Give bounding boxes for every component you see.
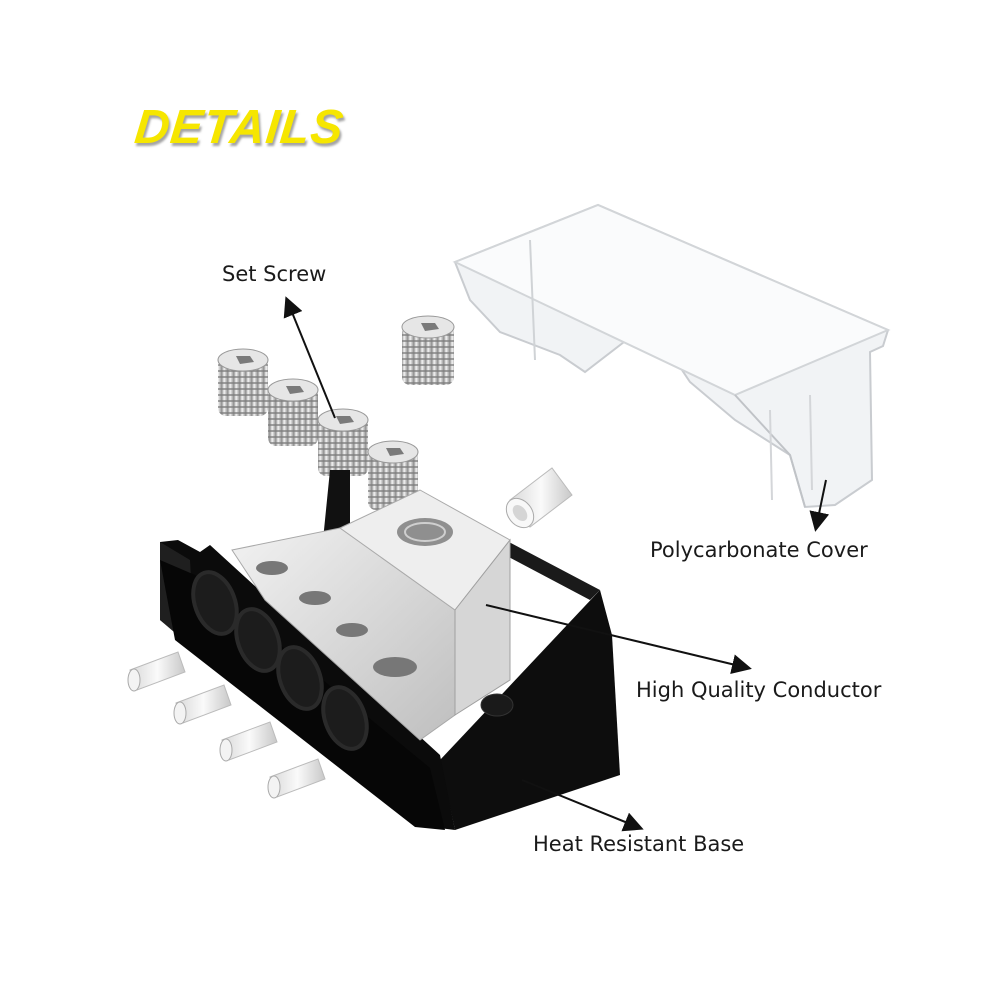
conductor-arrow (485, 604, 752, 674)
conductor-block (231, 489, 511, 741)
set-screw (367, 440, 419, 510)
set-screw (317, 408, 369, 476)
label-polycarbonate-cover: Polycarbonate Cover (650, 538, 868, 562)
base-front-wall (160, 560, 514, 830)
set-screw (267, 378, 319, 446)
set-screw (217, 348, 269, 416)
label-set-screw: Set Screw (222, 262, 327, 286)
cover-arrow (809, 479, 830, 532)
set-screw-arrow (283, 296, 336, 419)
label-high-quality-conductor: High Quality Conductor (636, 678, 882, 702)
front-sleeves (127, 651, 326, 799)
insulating-sleeve (173, 684, 232, 725)
base-arrow (521, 779, 644, 832)
label-heat-resistant-base: Heat Resistant Base (533, 832, 745, 856)
polycarbonate-cover (452, 203, 891, 509)
insulating-sleeve (219, 721, 278, 762)
callout-arrows (283, 296, 830, 832)
insulating-sleeve (505, 467, 573, 529)
insulating-sleeve (267, 758, 326, 799)
set-screw (401, 315, 455, 385)
set-screw-group (217, 315, 455, 510)
insulating-sleeve (127, 651, 186, 692)
